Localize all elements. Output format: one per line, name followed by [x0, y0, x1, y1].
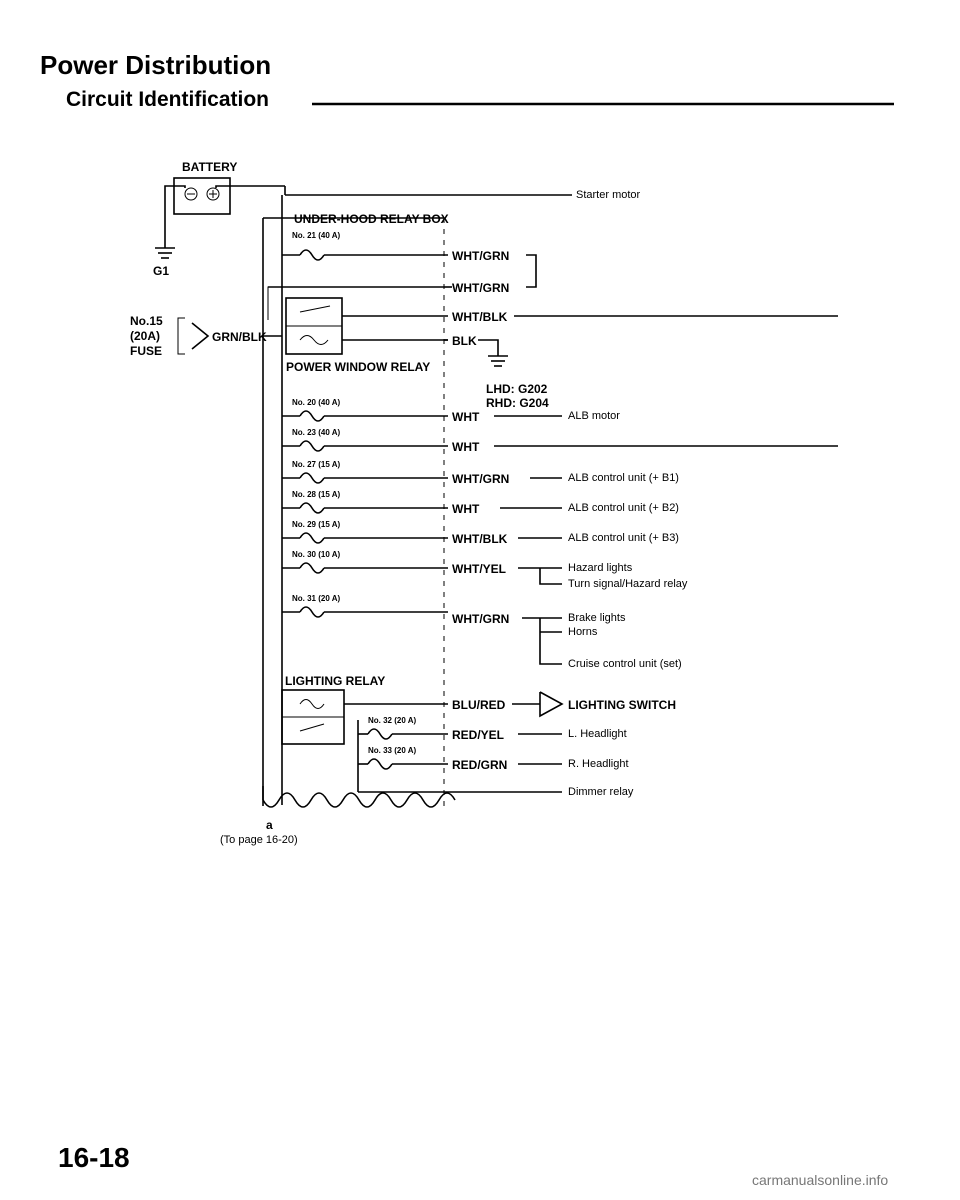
wire-blu-red: BLU/RED — [452, 698, 506, 712]
ground-lhd-label: LHD: G202 — [486, 382, 548, 396]
alb-b3-label: ALB control unit (+ B3) — [568, 532, 679, 544]
page-title: Power Distribution — [40, 50, 272, 80]
power-window-relay — [267, 286, 448, 355]
turn-signal-relay-label: Turn signal/Hazard relay — [568, 578, 688, 590]
fuse-23-label: No. 23 (40 A) — [292, 428, 341, 437]
dimmer-relay-label: Dimmer relay — [568, 786, 634, 798]
fuse-21-label: No. 21 (40 A) — [292, 231, 341, 240]
ground-g1-label: G1 — [153, 264, 170, 278]
fuse15-line1: No.15 — [130, 314, 163, 328]
wire-wht-grn-1: WHT/GRN — [452, 249, 510, 263]
wire-wht-3: WHT — [452, 502, 480, 516]
cruise-control-label: Cruise control unit (set) — [568, 658, 682, 670]
page-number: 16-18 — [58, 1142, 130, 1173]
fuse-32-label: No. 32 (20 A) — [368, 716, 417, 725]
wire-blk: BLK — [452, 334, 477, 348]
fuse15-symbol — [177, 317, 282, 355]
alb-b2-label: ALB control unit (+ B2) — [568, 502, 679, 514]
lighting-relay — [281, 689, 562, 793]
wire-wht-grn-3: WHT/GRN — [452, 472, 510, 486]
lighting-relay-label: LIGHTING RELAY — [285, 674, 386, 688]
wire-wht-blk-1: WHT/BLK — [452, 310, 508, 324]
lighting-switch-label: LIGHTING SWITCH — [568, 698, 676, 712]
fuse15-wire-label: GRN/BLK — [212, 330, 267, 344]
fuse15-line2: (20A) — [130, 329, 161, 343]
fuse-28-label: No. 28 (15 A) — [292, 490, 341, 499]
wire-red-grn: RED/GRN — [452, 758, 508, 772]
fuse-29-label: No. 29 (15 A) — [292, 520, 341, 529]
wire-wht-yel: WHT/YEL — [452, 562, 506, 576]
fuse-31-label: No. 31 (20 A) — [292, 594, 341, 603]
watermark: carmanualsonline.info — [752, 1172, 889, 1188]
r-headlight-label: R. Headlight — [568, 758, 629, 770]
wire-wht-blk-2: WHT/BLK — [452, 532, 508, 546]
wire-wht-grn-2: WHT/GRN — [452, 281, 510, 295]
to-page-label: (To page 16-20) — [220, 834, 298, 846]
brake-lights-label: Brake lights — [568, 612, 626, 624]
alb-b1-label: ALB control unit (+ B1) — [568, 472, 679, 484]
battery-label: BATTERY — [182, 160, 238, 174]
fuse-33-label: No. 33 (20 A) — [368, 746, 417, 755]
fuse-27-label: No. 27 (15 A) — [292, 460, 341, 469]
starter-motor-label: Starter motor — [576, 189, 641, 201]
fuse-20-label: No. 20 (40 A) — [292, 398, 341, 407]
hazard-lights-label: Hazard lights — [568, 562, 633, 574]
lighting-switch-arrow — [539, 691, 564, 718]
alb-motor-label: ALB motor — [568, 410, 620, 422]
relay-box-title: UNDER-HOOD RELAY BOX — [294, 212, 449, 226]
horns-label: Horns — [568, 626, 598, 638]
fuse15-line3: FUSE — [130, 344, 163, 358]
fuse-symbols — [299, 249, 393, 770]
break-line — [262, 792, 456, 808]
wire-red-yel: RED/YEL — [452, 728, 505, 742]
load-wires — [494, 415, 838, 665]
power-window-relay-label: POWER WINDOW RELAY — [286, 360, 431, 374]
wire-wht-1: WHT — [452, 410, 480, 424]
ground-rhd-label: RHD: G204 — [486, 396, 549, 410]
fuse-30-label: No. 30 (10 A) — [292, 550, 341, 559]
wire-wht-2: WHT — [452, 440, 480, 454]
page-subtitle: Circuit Identification — [66, 88, 270, 111]
battery-symbol — [155, 177, 285, 259]
connector-a-label: a — [266, 818, 273, 832]
wire-wht-grn-4: WHT/GRN — [452, 612, 510, 626]
fuse-output-wires — [282, 254, 448, 613]
l-headlight-label: L. Headlight — [568, 728, 627, 740]
